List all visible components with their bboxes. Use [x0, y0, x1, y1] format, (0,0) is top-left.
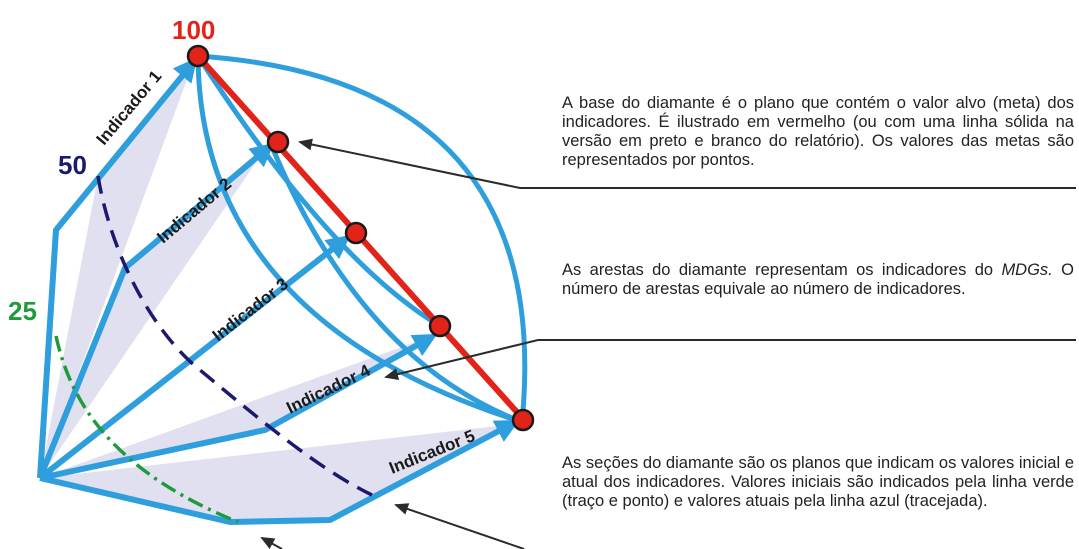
target-point: [186, 44, 210, 68]
indicator-1-edge: [37, 57, 198, 479]
section-plane: [40, 424, 515, 522]
diamond-inner-arc: [195, 55, 523, 425]
indicator-3-edge: [38, 234, 351, 481]
diamond-cross-arc: [195, 54, 442, 329]
section-plane: [40, 142, 270, 478]
pointer-base: [298, 138, 1076, 189]
sections-description: As seções do diamante são os planos que …: [562, 454, 1074, 510]
scale-label-100: 100: [172, 15, 215, 45]
pointer-sections: [394, 503, 525, 549]
indicator-5-edge: [39, 420, 520, 525]
diamond-cross-arc: [267, 141, 523, 425]
section-plane: [40, 58, 195, 478]
edges-text-end: O número de arestas equivale ao número d…: [562, 261, 1074, 298]
base-description: A base do diamante é o plano que contém …: [562, 94, 1074, 169]
edges-text-emphasis: MDGs.: [1001, 261, 1053, 279]
target-point: [266, 130, 290, 154]
target-point: [344, 221, 368, 245]
indicator-3-label: Indicador 3: [209, 274, 292, 345]
diamond-outer-arc: [197, 53, 528, 423]
pointer-initial: [260, 537, 283, 549]
scale-label-50: 50: [58, 150, 87, 180]
target-point: [511, 408, 535, 432]
section-plane: [40, 336, 432, 478]
pointer-edges: [384, 339, 1076, 380]
indicator-4-edge: [39, 333, 438, 481]
initial-values-line: [54, 335, 239, 524]
current-values-line: [96, 175, 373, 497]
target-point: [428, 314, 452, 338]
edges-description: As arestas do diamante representam os in…: [562, 261, 1074, 299]
scale-label-25: 25: [8, 296, 37, 326]
edges-text-start: As arestas do diamante representam os in…: [562, 261, 1002, 279]
